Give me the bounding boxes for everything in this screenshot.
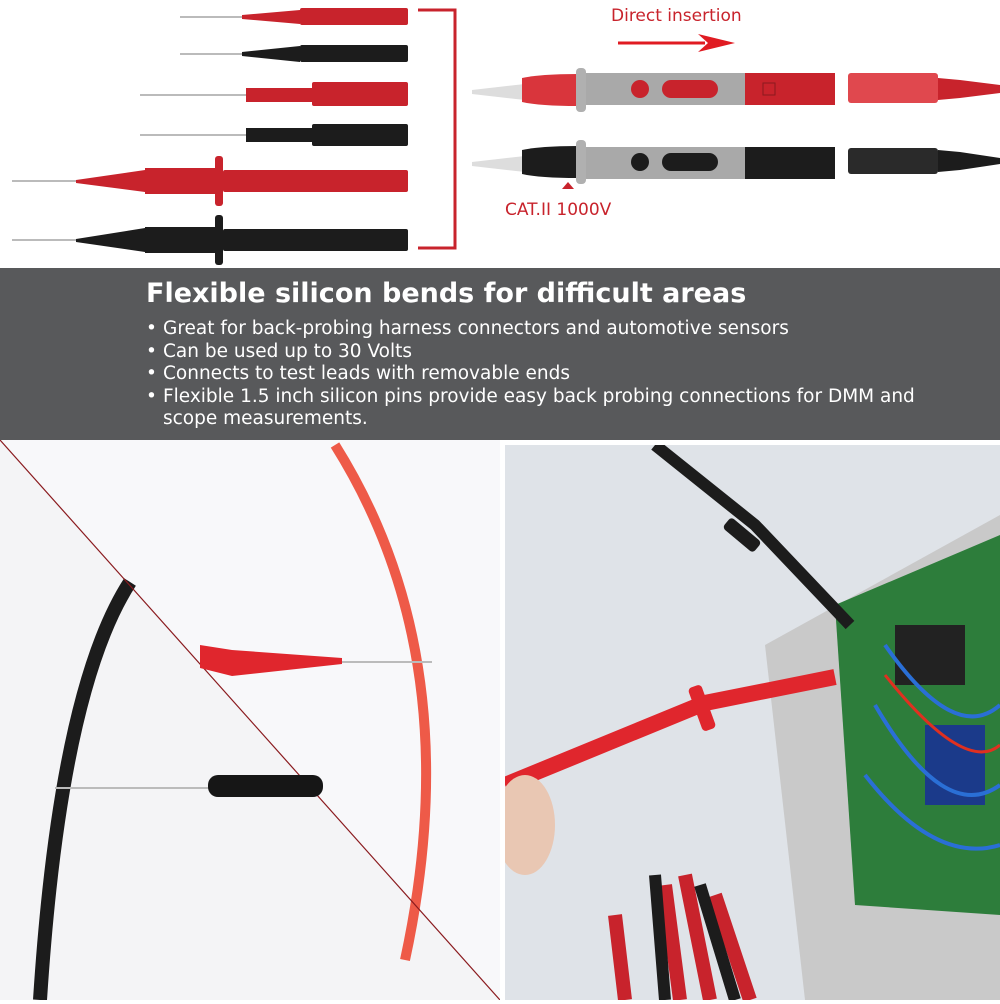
probe-black-small-1: [180, 45, 408, 62]
flexible-pins-photo: [0, 439, 501, 1001]
probe-red-small-1: [180, 8, 408, 25]
direct-insertion-label: Direct insertion: [611, 6, 742, 26]
diagonal-divider: [0, 439, 501, 1001]
probe-set-illustration: [12, 8, 1000, 265]
circuit-probing-photo: [495, 440, 1000, 1003]
bracket: [418, 8, 457, 250]
feature-item: Great for back-probing harness connector…: [146, 318, 946, 341]
adaptor-black: [472, 140, 1000, 184]
feature-title: Flexible silicon bends for difficult are…: [146, 278, 747, 309]
cat-rating-label: CAT.II 1000V: [505, 200, 612, 220]
feature-list: Great for back-probing harness connector…: [146, 318, 946, 431]
pointer-triangle-icon: [562, 182, 574, 189]
feature-item: Flexible 1.5 inch silicon pins provide e…: [146, 386, 946, 431]
product-diagram-section: Direct insertion CAT.II 1000V: [0, 0, 1000, 268]
probe-red-medium: [140, 82, 408, 106]
probe-black-medium: [140, 124, 408, 146]
probe-red-large: [12, 156, 408, 206]
probe-black-large: [12, 215, 408, 265]
feature-item: Can be used up to 30 Volts: [146, 341, 946, 364]
feature-band: Flexible silicon bends for difficult are…: [0, 268, 1000, 440]
feature-item: Connects to test leads with removable en…: [146, 363, 946, 386]
adaptor-red: [472, 68, 1000, 112]
